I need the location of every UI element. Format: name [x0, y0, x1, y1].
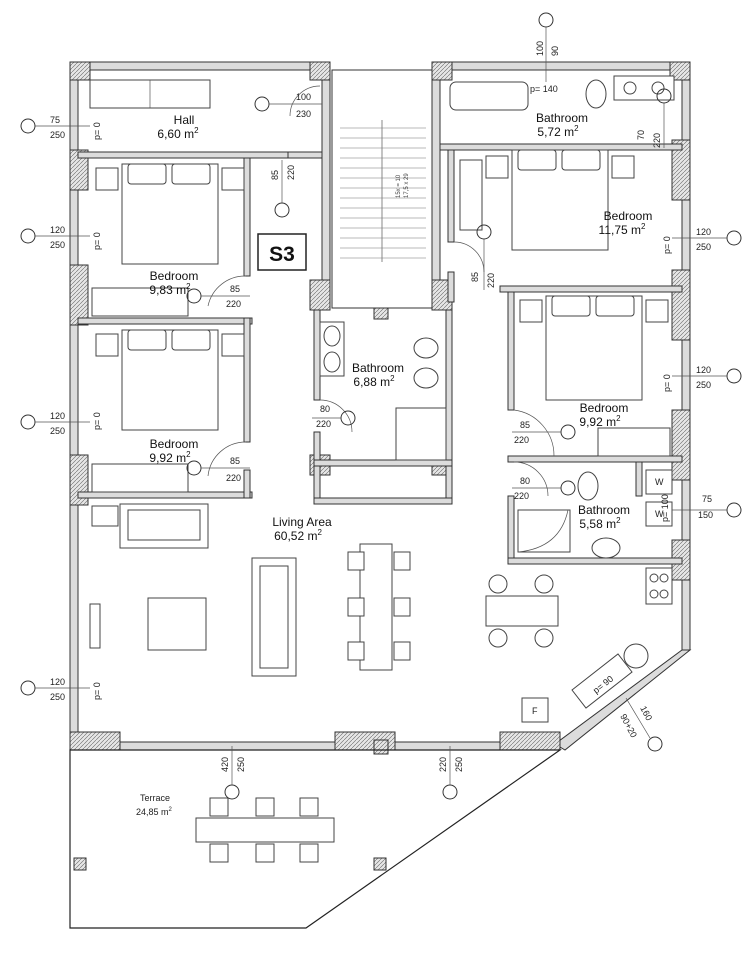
win-bed-w-h: 250	[50, 426, 65, 436]
sill-hall: p= 0	[92, 122, 102, 140]
room-name-terrace: Terrace	[140, 793, 170, 803]
door-bath-top-h: 220	[652, 133, 662, 148]
win-living-w-w: 120	[50, 677, 65, 687]
door-terrace-r-w: 220	[438, 757, 448, 772]
washer-mark-1: W	[655, 477, 664, 487]
sill-bed-nw: p= 0	[92, 232, 102, 250]
room-area-hall: 6,60 m2	[157, 126, 199, 141]
bathroom-mid-fixtures	[319, 321, 447, 461]
fridge-mark: F	[532, 706, 538, 716]
sill-top: p= 140	[530, 84, 558, 94]
unit-label: S3	[269, 243, 295, 266]
sill-bed-w: p= 0	[92, 412, 102, 430]
window-labels-left: 75 250 p= 0 120 250 p= 0 120 250 p= 0 12…	[20, 115, 102, 702]
win-hall-h: 250	[50, 130, 65, 140]
win-bed-e-w: 120	[696, 365, 711, 375]
terrace-dining	[195, 797, 335, 863]
room-name-bathroom-top: Bathroom	[536, 111, 588, 125]
room-area-bathroom-e: 5,58 m2	[579, 516, 621, 531]
sill-living-w: p= 0	[92, 682, 102, 700]
door-bath-e-h: 220	[514, 491, 529, 501]
room-area-living: 60,52 m2	[274, 528, 322, 543]
door-bed-w-h: 220	[226, 473, 241, 483]
door-bed-ne-w: 85	[470, 272, 480, 282]
room-name-bedroom-w: Bedroom	[150, 437, 199, 451]
sill-bed-ne: p= 0	[662, 236, 672, 254]
door-bed-e-h: 220	[514, 435, 529, 445]
exterior-walls	[69, 61, 692, 755]
room-area-bedroom-e: 9,92 m2	[579, 414, 621, 429]
door-hall-bed-h: 220	[286, 165, 296, 180]
room-name-bedroom-nw: Bedroom	[150, 269, 199, 283]
room-area-bedroom-w: 9,92 m2	[149, 450, 191, 465]
bathroom-top-fixtures	[449, 75, 675, 111]
room-labels: Hall 6,60 m2 Bedroom 9,83 m2 Bedroom 9,9…	[136, 111, 652, 817]
living-furniture	[89, 503, 673, 723]
room-area-bathroom-top: 5,72 m2	[537, 124, 579, 139]
win-bed-ne-h: 250	[696, 242, 711, 252]
win-hall-w: 75	[50, 115, 60, 125]
door-bed-w-w: 85	[230, 456, 240, 466]
door-bed-ne-h: 220	[486, 273, 496, 288]
win-kitchen-a: 160	[638, 704, 654, 722]
sill-bath-e: p= 100	[660, 494, 670, 522]
room-name-bathroom-mid: Bathroom	[352, 361, 404, 375]
stair-spec-1: 15x = 10	[396, 174, 402, 198]
room-name-bedroom-e: Bedroom	[580, 401, 629, 415]
room-name-bedroom-ne: Bedroom	[604, 209, 653, 223]
win-bed-e-h: 250	[696, 380, 711, 390]
door-bath-mid-w: 80	[320, 404, 330, 414]
bed-nw	[95, 163, 245, 265]
win-bed-nw-h: 250	[50, 240, 65, 250]
door-hall-bed-w: 85	[270, 170, 280, 180]
win-kitchen-b: 90+20	[618, 712, 639, 739]
sill-bed-e: p= 0	[662, 374, 672, 392]
door-hall-main-w: 100	[296, 92, 311, 102]
staircase: 15x = 10 17,5 x 29	[331, 69, 433, 309]
stair-spec-2: 17,5 x 29	[404, 173, 410, 198]
win-top-w: 100	[535, 41, 545, 56]
room-area-terrace: 24,85 m2	[136, 807, 173, 817]
room-area-bathroom-mid: 6,88 m2	[353, 374, 395, 389]
win-bath-e-h: 150	[698, 510, 713, 520]
door-terrace-r-h: 250	[454, 757, 464, 772]
door-bath-e-w: 80	[520, 476, 530, 486]
bed-w	[95, 329, 245, 431]
bathroom-e-fixtures	[517, 469, 673, 559]
win-bed-ne-w: 120	[696, 227, 711, 237]
room-name-bathroom-e: Bathroom	[578, 503, 630, 517]
win-bath-e-w: 75	[702, 494, 712, 504]
door-terrace-l-w: 420	[220, 757, 230, 772]
bed-ne	[459, 149, 635, 251]
door-bed-nw-w: 85	[230, 284, 240, 294]
win-bed-w-w: 120	[50, 411, 65, 421]
furniture	[89, 75, 675, 863]
door-hall-main-h: 230	[296, 109, 311, 119]
door-bath-mid-h: 220	[316, 419, 331, 429]
washer-mark-2: W	[655, 509, 664, 519]
win-bed-nw-w: 120	[50, 225, 65, 235]
room-area-bedroom-ne: 11,75 m2	[599, 222, 646, 237]
door-bed-e-w: 85	[520, 420, 530, 430]
interior-walls	[77, 143, 683, 565]
win-top-h: 90	[550, 46, 560, 56]
bed-e	[519, 295, 671, 457]
unit-badge: S3	[257, 233, 307, 271]
room-name-living: Living Area	[272, 515, 332, 529]
room-area-bedroom-nw: 9,83 m2	[149, 282, 191, 297]
window-labels-right: 120 250 p= 0 120 250 p= 0 75 150 p= 100	[660, 227, 742, 522]
win-living-w-h: 250	[50, 692, 65, 702]
room-name-hall: Hall	[174, 113, 195, 127]
terrace-outline	[69, 749, 562, 929]
door-bed-nw-h: 220	[226, 299, 241, 309]
door-swings	[207, 85, 555, 497]
door-bath-top-w: 70	[636, 130, 646, 140]
door-terrace-l-h: 250	[236, 757, 246, 772]
